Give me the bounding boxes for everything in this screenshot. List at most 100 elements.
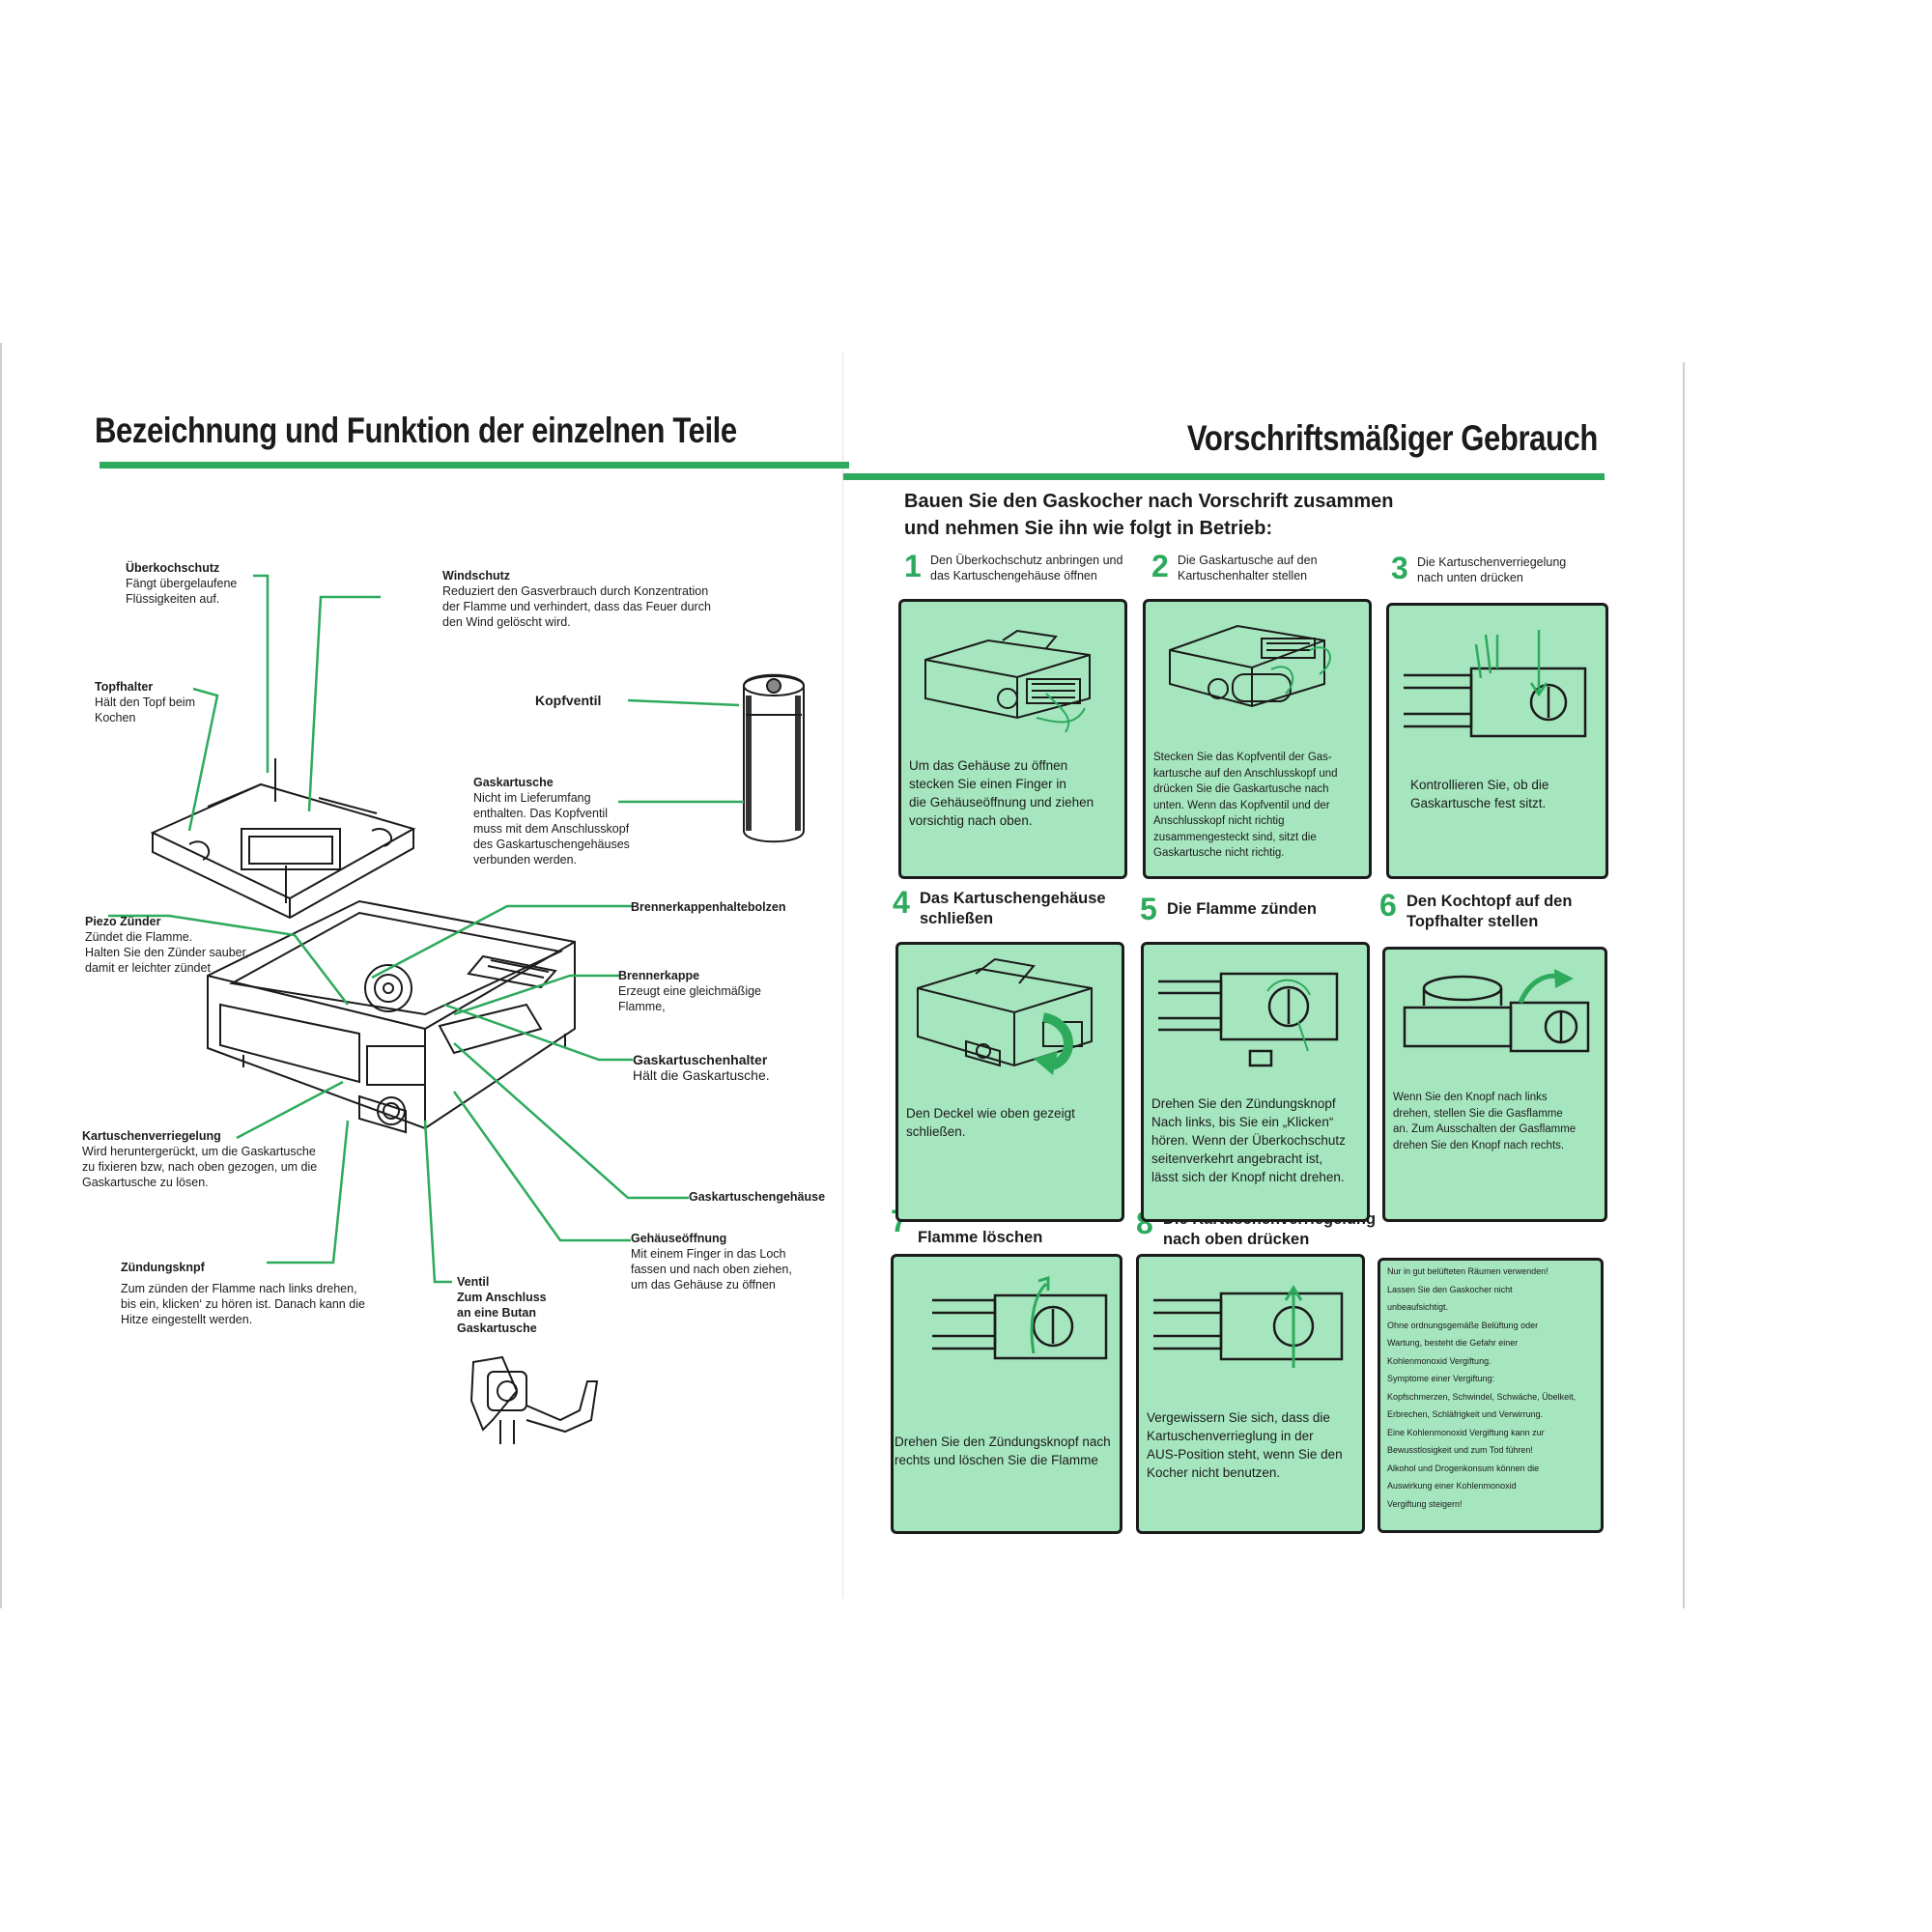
step-5-text-line: Drehen Sie den Zündungsknopf	[1151, 1096, 1336, 1111]
label-zuendungsknopf-line: Hitze eingestellt werden.	[121, 1313, 253, 1326]
step-2-illustration	[1169, 624, 1331, 708]
left-page-title: Bezeichnung und Funktion der einzelnen T…	[95, 411, 737, 450]
step-8-text-line: Kartuschenverrieglung in der	[1147, 1429, 1314, 1443]
step-3-heading-line: nach unten drücken	[1417, 571, 1523, 584]
label-gaskartusche-line: enthalten. Das Kopfventil	[473, 807, 608, 820]
warning-line: unbeaufsichtigt.	[1387, 1302, 1449, 1312]
step-2-panel: Stecken Sie das Kopfventil der Gas- kart…	[1143, 599, 1372, 879]
warning-line: Alkohol und Drogenkonsum können die	[1387, 1463, 1540, 1473]
label-piezo-zuender-name: Piezo Zünder	[85, 915, 161, 928]
warning-line: Wartung, besteht die Gefahr einer	[1387, 1338, 1519, 1348]
step-5-number: 5	[1140, 892, 1157, 926]
label-kopfventil: Kopfventil	[535, 693, 601, 708]
label-ventil: Ventil Zum Anschluss an eine Butan Gaska…	[457, 1274, 547, 1336]
step-5-text-line: hören. Wenn der Überkochschutz	[1151, 1133, 1346, 1148]
step-5-panel: Drehen Sie den Zündungsknopf Nach links,…	[1141, 942, 1370, 1222]
label-brennerkappe-name: Brennerkappe	[618, 969, 700, 982]
step-8-text-line: Vergewissern Sie sich, dass die	[1147, 1410, 1330, 1425]
step-2-text-line: Stecken Sie das Kopfventil der Gas-	[1153, 752, 1332, 763]
label-brennerkappe-line: Flamme,	[618, 1000, 666, 1013]
step-1-heading-line: Den Überkochschutz anbringen und	[930, 554, 1123, 567]
step-8-heading-line: nach oben drücken	[1163, 1231, 1310, 1248]
step-7-heading-line: Flamme löschen	[918, 1229, 1043, 1246]
step-1-number: 1	[904, 549, 922, 583]
warning-line: Bewusstlosigkeit und zum Tod führen!	[1387, 1445, 1533, 1455]
label-gehaeuseoeffnung: Gehäuseöffnung Mit einem Finger in das L…	[631, 1231, 792, 1293]
step-8-text-line: Kocher nicht benutzen.	[1147, 1465, 1281, 1480]
step-1-text-line: die Gehäuseöffnung und ziehen	[909, 795, 1094, 810]
step-8-illustration	[1153, 1285, 1344, 1368]
step-7-illustration	[932, 1275, 1108, 1360]
step-4-text-line: Den Deckel wie oben gezeigt	[906, 1106, 1075, 1121]
label-ventil-name: Ventil	[457, 1275, 490, 1289]
label-kartuschenverriegelung-line: zu fixieren bzw, nach oben gezogen, um d…	[82, 1160, 318, 1174]
label-topfhalter-name: Topfhalter	[95, 680, 154, 694]
left-title-rule	[99, 462, 849, 469]
page-fold	[842, 353, 843, 1599]
warning-line: Kopfschmerzen, Schwindel, Schwäche, Übel…	[1387, 1391, 1577, 1402]
warning-text: Nur in gut belüfteten Räumen verwenden! …	[1387, 1263, 1576, 1513]
step-4-heading-text: Das Kartuschengehäuse schließen	[920, 889, 1106, 929]
step-6-number: 6	[1379, 888, 1397, 923]
step-2-text-line: kartusche auf den Anschlusskopf und	[1153, 767, 1338, 780]
step-4-panel: Den Deckel wie oben gezeigt schließen.	[895, 942, 1124, 1222]
step-1-illustration	[924, 629, 1091, 733]
label-gehaeuseoeffnung-line: fassen und nach oben ziehen,	[631, 1263, 792, 1276]
step-1-text-line: vorsichtig nach oben.	[909, 813, 1033, 828]
warning-line: Kohlenmonoxid Vergiftung.	[1387, 1355, 1492, 1366]
label-kartuschenverriegelung-line: Gaskartusche zu lösen.	[82, 1176, 209, 1189]
label-zuendungsknopf-line: Zum zünden der Flamme nach links drehen,	[121, 1282, 357, 1295]
label-ventil-line: an eine Butan	[457, 1306, 536, 1320]
step-1-heading-line: das Kartuschengehäuse öffnen	[930, 569, 1097, 582]
step-6-text-line: Wenn Sie den Knopf nach links	[1393, 1092, 1548, 1103]
label-zuendungsknopf-name: Zündungsknpf	[121, 1261, 205, 1274]
step-2-heading-line: Kartuschenhalter stellen	[1178, 569, 1308, 582]
label-gaskartusche-line: verbunden werden.	[473, 853, 578, 867]
step-5-text-line: lässt sich der Knopf nicht drehen.	[1151, 1170, 1345, 1184]
label-windschutz-line: der Flamme und verhindert, dass das Feue…	[442, 600, 711, 613]
label-gaskartuschenhalter-line: Hält die Gaskartusche.	[633, 1067, 770, 1083]
label-ventil-line: Gaskartusche	[457, 1321, 537, 1335]
step-3-number: 3	[1391, 551, 1408, 585]
label-kartuschenverriegelung-line: Wird heruntergerückt, um die Gaskartusch…	[82, 1145, 316, 1158]
label-kopfventil-name: Kopfventil	[535, 693, 602, 708]
step-1-heading-text: Den Überkochschutz anbringen und das Kart…	[930, 553, 1122, 583]
label-ueberkochschutz-line: Fängt übergelaufene	[126, 577, 238, 590]
step-4-heading-line: schließen	[920, 910, 994, 927]
label-topfhalter-line: Hält den Topf beim	[95, 696, 195, 709]
right-page-title: Vorschriftsmäßiger Gebrauch	[1186, 418, 1598, 458]
label-piezo-zuender-line: damit er leichter zündet	[85, 961, 211, 975]
step-4-heading-line: Das Kartuschengehäuse	[920, 890, 1106, 907]
warning-line: Vergiftung steigern!	[1387, 1498, 1463, 1509]
right-page-subtitle: Bauen Sie den Gaskocher nach Vorschrift …	[904, 488, 1393, 542]
step-3-heading-line: Die Kartuschenverriegelung	[1417, 555, 1567, 569]
label-gaskartuschengehaeuse: Gaskartuschengehäuse	[689, 1189, 825, 1205]
label-windschutz-name: Windschutz	[442, 569, 511, 582]
step-7-text-line: rechts und löschen Sie die Flamme	[895, 1453, 1098, 1467]
label-topfhalter: Topfhalter Hält den Topf beim Kochen	[95, 679, 195, 725]
label-windschutz-line: Reduziert den Gasverbrauch durch Konzent…	[442, 584, 709, 598]
step-1-text-line: stecken Sie einen Finger in	[909, 777, 1066, 791]
step-2-text: Stecken Sie das Kopfventil der Gas- kart…	[1153, 750, 1363, 862]
warning-panel: Nur in gut belüfteten Räumen verwenden! …	[1378, 1258, 1604, 1533]
label-topfhalter-line: Kochen	[95, 711, 136, 724]
step-6-text: Wenn Sie den Knopf nach links drehen, st…	[1393, 1090, 1599, 1153]
step-3-heading-text: Die Kartuschenverriegelung nach unten drü…	[1417, 554, 1566, 585]
step-5-heading-text: Die Flamme zünden	[1167, 899, 1317, 920]
warning-line: Lassen Sie den Gaskocher nicht	[1387, 1284, 1513, 1294]
label-ueberkochschutz-line: Flüssigkeiten auf.	[126, 592, 220, 606]
label-ueberkochschutz: Überkochschutz Fängt übergelaufene Flüss…	[126, 560, 237, 607]
step-2-text-line: Anschlusskopf nicht richtig	[1153, 815, 1285, 827]
label-gaskartuschenhalter: Gaskartuschenhalter Hält die Gaskartusch…	[633, 1052, 770, 1083]
step-3-text-line: Kontrollieren Sie, ob die	[1410, 778, 1549, 792]
step-1-panel: Um das Gehäuse zu öffnen stecken Sie ein…	[898, 599, 1127, 879]
step-4-illustration	[917, 957, 1093, 1075]
step-3-text: Kontrollieren Sie, ob die Gaskartusche f…	[1410, 776, 1600, 812]
step-8-text-line: AUS-Position steht, wenn Sie den	[1147, 1447, 1343, 1462]
step-2-text-line: Gaskartusche nicht richtig.	[1153, 847, 1285, 859]
label-zuendungsknopf: Zündungsknpf Zum zünden der Flamme nach …	[121, 1260, 365, 1327]
step-6-illustration	[1403, 969, 1590, 1053]
label-windschutz-line: den Wind gelöscht wird.	[442, 615, 571, 629]
step-8-text: Vergewissern Sie sich, dass die Kartusch…	[1147, 1408, 1356, 1482]
